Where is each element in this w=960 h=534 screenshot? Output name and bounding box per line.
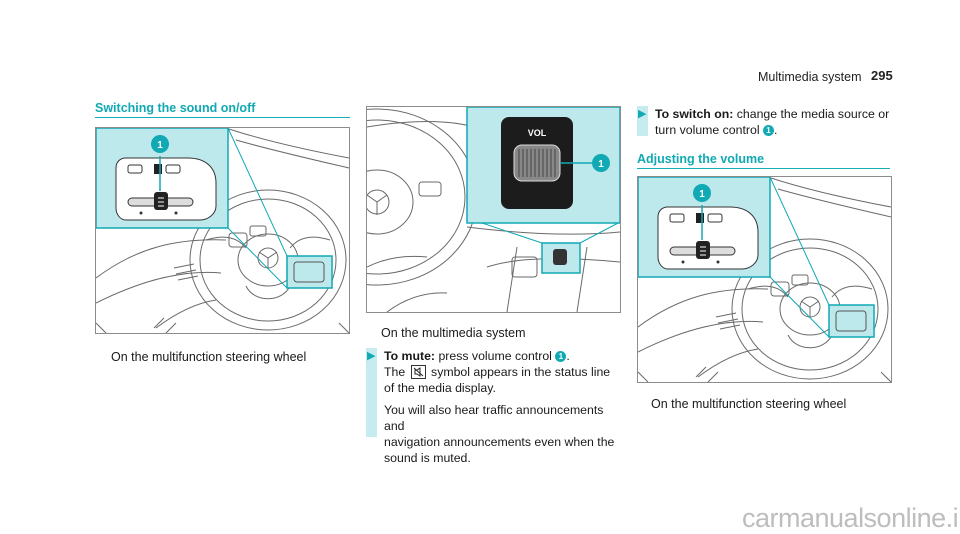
instruction-text: turn volume control (655, 123, 760, 137)
caption-right: On the multifunction steering wheel (651, 397, 847, 411)
instruction-text: symbol appears in the status line (431, 365, 611, 379)
figure-steering-wheel-left: 1 (95, 127, 350, 334)
play-arrow-icon: ▶ (638, 108, 647, 120)
caption-left: On the multifunction steering wheel (111, 350, 307, 364)
heading-rule (95, 117, 350, 118)
instruction-text: press volume control (438, 349, 552, 363)
instruction-text: The (384, 365, 406, 379)
figure-steering-wheel-right: 1 (637, 176, 892, 383)
instruction-text: navigation announcements even when the (384, 435, 615, 449)
instruction-text: . (566, 349, 570, 363)
instruction-text: of the media display. (384, 381, 496, 395)
page-number: 295 (871, 68, 893, 83)
callout-badge-icon (693, 184, 711, 202)
instruction-mute: To mute: press volume control 1. The sym… (384, 348, 624, 466)
steering-wheel-illustration: 1 (96, 128, 349, 333)
instruction-label: To switch on: (655, 107, 734, 121)
caption-middle: On the multimedia system (381, 326, 526, 340)
instruction-bar (366, 348, 377, 437)
number-badge-icon: 1 (555, 351, 567, 362)
instruction-text: You will also hear traffic announcements… (384, 403, 604, 433)
figure-multimedia-system: VOL 1 (366, 106, 621, 313)
callout-badge-icon (592, 154, 610, 172)
steering-wheel-illustration: 1 (638, 177, 891, 382)
instruction-text: sound is muted. (384, 451, 471, 465)
vol-label: VOL (528, 128, 547, 138)
heading-adjusting-volume: Adjusting the volume (637, 152, 765, 166)
instruction-text: change the media source or (736, 107, 890, 121)
instruction-text: . (774, 123, 778, 137)
callout-label: 1 (598, 159, 604, 170)
instruction-label: To mute: (384, 349, 436, 363)
instruction-bar (637, 106, 648, 136)
heading-switching-sound: Switching the sound on/off (95, 101, 256, 115)
play-arrow-icon: ▶ (367, 350, 376, 362)
heading-rule (637, 168, 890, 169)
callout-badge-icon (151, 135, 169, 153)
number-badge-icon: 1 (763, 125, 774, 136)
instruction-switch-on: To switch on: change the media source or… (655, 106, 895, 138)
callout-label: 1 (157, 140, 163, 151)
callout-label: 1 (699, 189, 705, 200)
section-title: Multimedia system (758, 70, 862, 84)
speaker-mute-icon (410, 365, 426, 379)
watermark: carmanualsonline.info (742, 503, 960, 533)
multimedia-illustration: VOL 1 (367, 107, 620, 312)
